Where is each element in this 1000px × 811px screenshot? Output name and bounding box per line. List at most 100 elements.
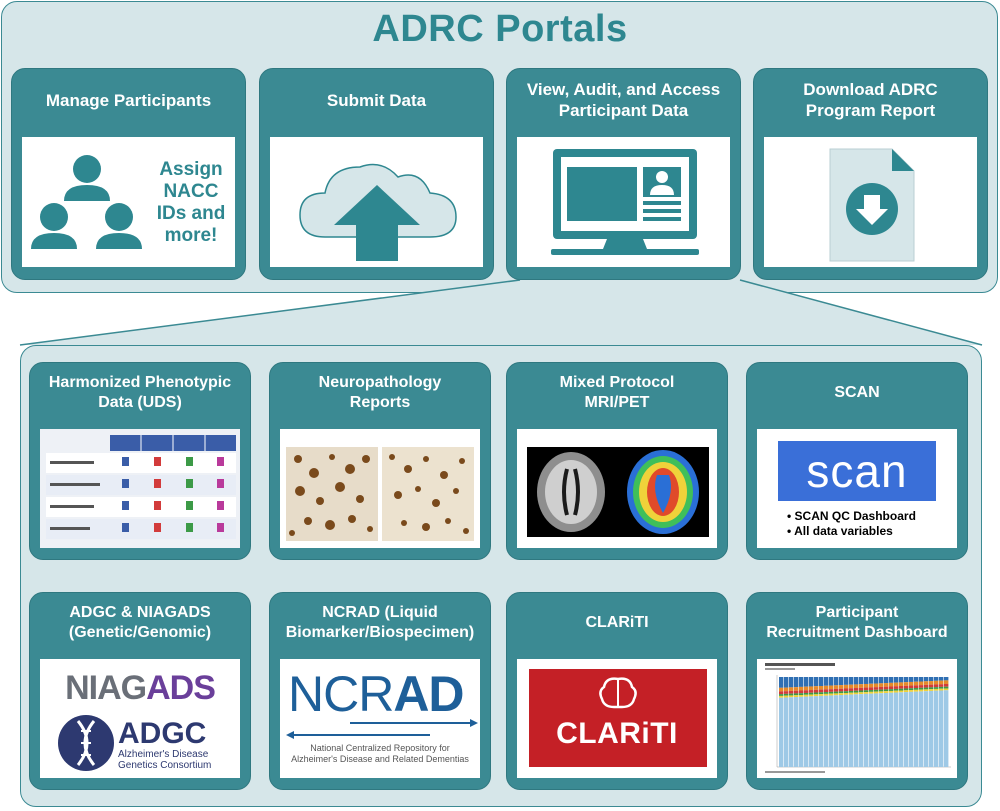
- resource-card-adgc-niagads[interactable]: ADGC & NIAGADS (Genetic/Genomic) NIAGADS…: [29, 592, 251, 790]
- mini-bar-segment: [934, 677, 939, 681]
- mini-bar-segment: [864, 677, 869, 684]
- mini-bar-segment: [824, 695, 829, 767]
- resource-card-recruitment-dashboard[interactable]: Participant Recruitment Dashboard: [746, 592, 968, 790]
- mini-bar-segment: [904, 688, 909, 691]
- mini-bar-segment: [894, 692, 899, 767]
- portal-card-download-report[interactable]: Download ADRC Program Report: [753, 68, 988, 280]
- card-body: [40, 429, 240, 548]
- mini-bar-segment: [879, 683, 884, 687]
- mini-bar-segment: [894, 677, 899, 683]
- mini-bar-segment: [864, 687, 869, 691]
- mini-bar-segment: [829, 685, 834, 690]
- mini-bar-segment: [819, 686, 824, 690]
- card-title: Download ADRC Program Report: [803, 80, 938, 120]
- card-body: NCRAD National Centralized Repository fo…: [280, 659, 480, 778]
- mini-bar-segment: [884, 677, 889, 684]
- mini-bar-segment: [934, 690, 939, 767]
- mini-bar-segment: [839, 677, 844, 686]
- mini-bar-segment: [899, 690, 904, 693]
- mini-bar-segment: [854, 677, 859, 685]
- mini-bar-segment: [814, 689, 819, 693]
- mini-bar-segment: [814, 692, 819, 695]
- mini-bar-segment: [874, 683, 879, 688]
- mini-bar-segment: [874, 677, 879, 684]
- resource-card-mri-pet[interactable]: Mixed Protocol MRI/PET: [506, 362, 728, 560]
- mini-bar-segment: [809, 686, 814, 691]
- mini-bar-segment: [819, 692, 824, 695]
- scan-logo-text: scan: [806, 445, 908, 497]
- mini-bar-segment: [794, 695, 799, 698]
- mini-bar-segment: [864, 683, 869, 688]
- mini-bar-segment: [939, 680, 944, 685]
- mini-bar-segment: [814, 694, 819, 697]
- mini-bar-segment: [809, 677, 814, 687]
- mini-bar-segment: [914, 677, 919, 682]
- mini-bar-segment: [799, 690, 804, 694]
- resource-card-neuropathology[interactable]: Neuropathology Reports: [269, 362, 491, 560]
- mini-bar-segment: [834, 677, 839, 686]
- card-title: Participant Recruitment Dashboard: [766, 604, 948, 641]
- mini-bar-segment: [894, 690, 899, 693]
- mini-bar-segment: [799, 696, 804, 767]
- card-body: [280, 429, 480, 548]
- adgc-subtitle: Alzheimer's Disease Genetics Consortium: [118, 749, 212, 771]
- mini-bar-segment: [834, 695, 839, 767]
- page-title: ADRC Portals: [372, 8, 628, 50]
- resource-card-clariti[interactable]: CLARiTI CLARiTI: [506, 592, 728, 790]
- mini-bar-segment: [939, 684, 944, 687]
- mini-bar-segment: [794, 677, 799, 688]
- mini-bar-segment: [904, 682, 909, 686]
- portal-card-view-audit-access[interactable]: View, Audit, and Access Participant Data: [506, 68, 741, 280]
- mini-bar-segment: [889, 686, 894, 690]
- scan-feature-list: SCAN QC Dashboard All data variables: [787, 509, 916, 539]
- mini-bar-segment: [924, 684, 929, 688]
- resource-card-scan[interactable]: SCAN scan SCAN QC Dashboard All data var…: [746, 362, 968, 560]
- mini-bar-segment: [924, 689, 929, 692]
- card-body: [764, 137, 977, 267]
- mini-bar-segment: [819, 677, 824, 686]
- mini-bar-segment: [859, 694, 864, 767]
- mini-bar-segment: [844, 677, 849, 685]
- mini-bar-segment: [799, 686, 804, 691]
- mini-bar-segment: [869, 691, 874, 694]
- mini-bar-segment: [834, 691, 839, 694]
- mini-bar-segment: [909, 681, 914, 686]
- mini-bar-segment: [844, 692, 849, 695]
- mini-bar-segment: [929, 684, 934, 688]
- mini-bar-segment: [834, 685, 839, 689]
- mini-bar-segment: [944, 677, 949, 681]
- resource-card-ncrad[interactable]: NCRAD (Liquid Biomarker/Biospecimen) NCR…: [269, 592, 491, 790]
- mini-bar-segment: [859, 690, 864, 693]
- mini-bar-segment: [914, 681, 919, 686]
- resource-card-uds[interactable]: Harmonized Phenotypic Data (UDS): [29, 362, 251, 560]
- card-title: Submit Data: [326, 90, 427, 110]
- mini-bar-segment: [829, 695, 834, 767]
- mini-bar-segment: [929, 681, 934, 685]
- file-download-icon: [829, 148, 915, 262]
- portal-card-manage-participants[interactable]: Manage Participants Assign NACC IDs and …: [11, 68, 246, 280]
- card-body: NIAGADS ADGC Alzheimer's Disease Genetic…: [40, 659, 240, 778]
- mini-bar-segment: [944, 683, 949, 687]
- mini-bar-segment: [869, 690, 874, 692]
- mini-bar-segment: [884, 689, 889, 692]
- mini-bar-segment: [904, 677, 909, 683]
- mini-bar-segment: [874, 687, 879, 690]
- mini-bar-segment: [889, 682, 894, 687]
- mini-bar-segment: [909, 690, 914, 692]
- mini-bar-segment: [839, 693, 844, 695]
- mini-bar-segment: [869, 687, 874, 691]
- mini-bar-segment: [879, 691, 884, 694]
- mini-bar-segment: [864, 692, 869, 694]
- mini-bar-segment: [834, 693, 839, 696]
- mini-bar-segment: [924, 687, 929, 690]
- mini-bar-segment: [849, 677, 854, 685]
- portal-card-submit-data[interactable]: Submit Data: [259, 68, 494, 280]
- mini-bar-segment: [939, 688, 944, 691]
- mini-bar-segment: [919, 691, 924, 767]
- mini-bar-segment: [849, 688, 854, 691]
- mini-bar-segment: [839, 688, 844, 692]
- adgc-logo: ADGC: [118, 717, 207, 750]
- card-body: CLARiTI: [517, 659, 717, 778]
- mini-bar-segment: [829, 691, 834, 694]
- mini-bar-segment: [809, 692, 814, 695]
